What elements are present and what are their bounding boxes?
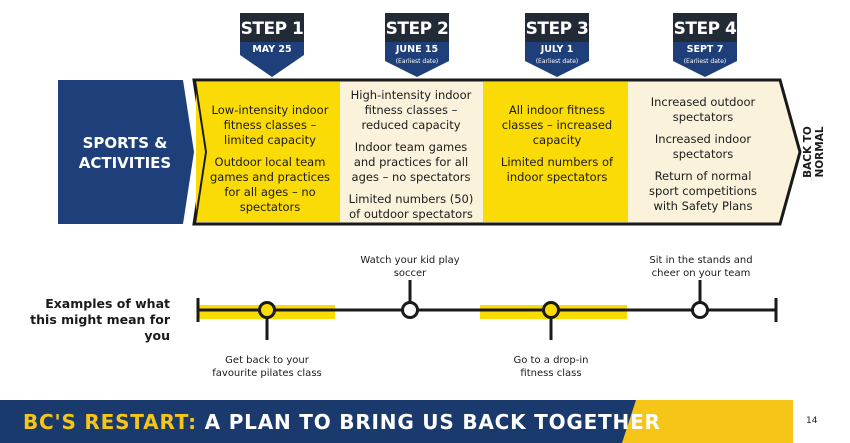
step-note: (Earliest date) [535,58,579,65]
step-1-badge: STEP 1 MAY 25 [240,13,304,77]
sports-banner-graphic [58,78,802,226]
step-date: SEPT 7 [686,44,724,55]
timeline-marker-3 [542,301,560,319]
phase-item: Increased indoor spectators [654,132,752,161]
step-3-badge: STEP 3 JULY 1 (Earliest date) [525,13,589,77]
timeline-marker-2 [401,301,419,319]
step-note: (Earliest date) [395,58,439,65]
back-to-normal-label: BACK TO NORMAL [802,126,826,178]
example-text-1: Get back to your favourite pilates class [212,355,322,379]
phase-3-fill [483,82,628,222]
example-text-2: Watch your kid play soccer [360,255,460,279]
label-line: NORMAL [814,126,826,178]
timeline-graphic [196,280,778,340]
step-date: JUNE 15 [395,44,439,55]
step-4-badge: STEP 4 SEPT 7 (Earliest date) [673,13,737,77]
timeline-marker-4 [691,301,709,319]
footer-bar [0,400,850,443]
step-title: STEP 4 [673,19,737,39]
timeline-marker-1 [258,301,276,319]
page-number-box [793,400,850,443]
label-line: SPORTS & [82,134,168,152]
phase-item: All indoor fitness classes – increased c… [501,103,613,147]
step-title: STEP 2 [385,19,449,39]
footer-title-highlight: BC'S RESTART: [23,410,197,434]
phase-4-text: Increased outdoor spectators Increased i… [638,95,768,221]
phase-1-fill [196,82,340,222]
step-2-badge: STEP 2 JUNE 15 (Earliest date) [385,13,449,77]
step-date: MAY 25 [252,44,292,55]
phase-1-text: Low-intensity indoor fitness classes – l… [205,103,335,222]
page-number: 14 [806,416,818,426]
sports-activities-label: SPORTS & ACTIVITIES [65,133,185,173]
phase-item: Increased outdoor spectators [650,95,756,124]
footer-title: BC'S RESTART: A PLAN TO BRING US BACK TO… [23,410,661,434]
example-text-3: Go to a drop-in fitness class [513,355,589,379]
phase-item: Limited numbers of indoor spectators [500,155,614,184]
footer-title-rest: A PLAN TO BRING US BACK TOGETHER [204,410,661,434]
example-text-4: Sit in the stands and cheer on your team [649,255,753,279]
label-line: ACTIVITIES [78,154,172,172]
phase-2-text: High-intensity indoor fitness classes – … [343,88,479,229]
phase-item: High-intensity indoor fitness classes – … [350,88,472,132]
label-line: BACK TO [802,126,814,178]
step-title: STEP 3 [525,19,589,39]
sports-chevron-shape [58,80,194,224]
phase-item: Outdoor local team games and practices f… [209,155,331,214]
step-title: STEP 1 [240,19,304,39]
phase-3-text: All indoor fitness classes – increased c… [493,103,621,192]
footer-yellow-stripe [618,400,850,443]
step-note: (Earliest date) [683,58,727,65]
examples-label: Examples of what this might mean for you [30,296,170,343]
phase-item: Low-intensity indoor fitness classes – l… [211,103,329,147]
phase-item: Limited numbers (50) of outdoor spectato… [348,192,474,221]
step-date: JULY 1 [540,44,574,55]
phase-item: Return of normal sport competitions with… [649,169,757,213]
phase-item: Indoor team games and practices for all … [351,140,471,184]
